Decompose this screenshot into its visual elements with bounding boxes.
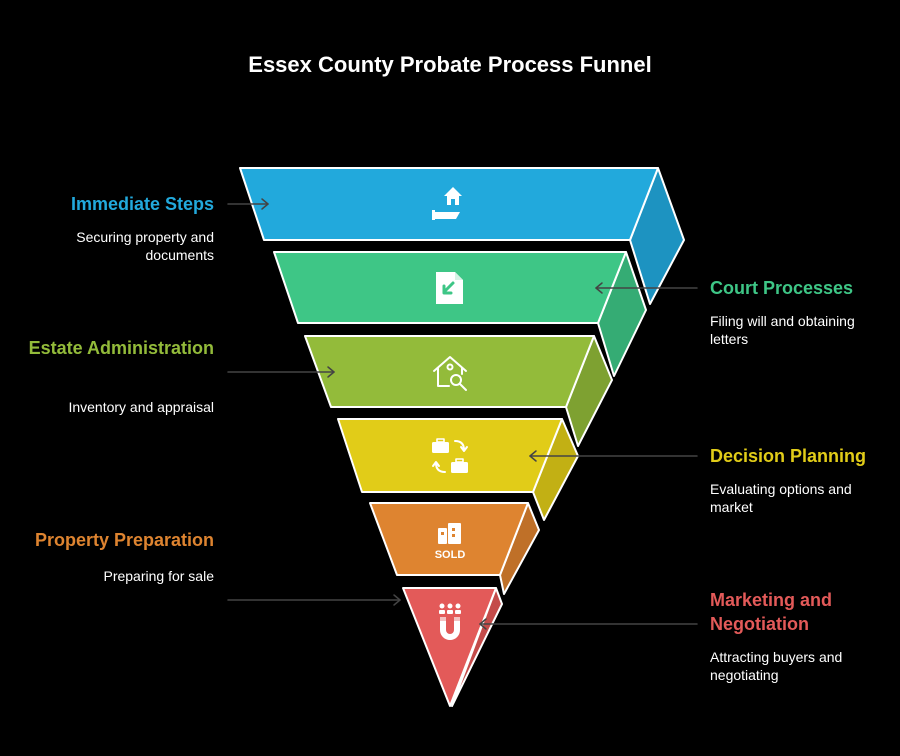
connector-court-processes <box>595 282 698 294</box>
funnel-layer-decision-planning <box>337 418 579 521</box>
stage-label-marketing-negotiation: Marketing and Negotiation <box>710 590 833 634</box>
stage-desc-decision-planning: Evaluating options and market <box>710 481 852 515</box>
stage-label-decision-planning: Decision Planning <box>710 446 867 466</box>
sold-building-icon: SOLD <box>435 523 466 561</box>
connector-immediate-steps <box>227 198 269 210</box>
stage-desc-immediate-steps: Securing property and documents <box>76 229 214 263</box>
house-search-icon <box>433 356 467 391</box>
stage-desc-court-processes: Filing will and obtaining letters <box>710 313 855 347</box>
connector-estate-administration <box>227 366 335 378</box>
connector-property-preparation <box>227 594 401 606</box>
stage-label-court-processes: Court Processes <box>710 278 854 298</box>
svg-text:SOLD: SOLD <box>435 549 466 561</box>
stage-label-property-preparation: Property Preparation <box>34 530 214 550</box>
document-arrow-icon <box>436 272 463 304</box>
stage-desc-estate-administration: Inventory and appraisal <box>68 399 214 415</box>
connector-marketing-negotiation <box>479 618 698 630</box>
briefcase-exchange-icon <box>432 438 468 473</box>
stage-label-estate-administration: Estate Administration <box>28 338 214 358</box>
magnet-people-icon <box>439 603 461 640</box>
funnel-layer-marketing-negotiation <box>402 587 503 707</box>
diagram-title: Essex County Probate Process Funnel <box>248 52 652 77</box>
stage-label-immediate-steps: Immediate Steps <box>70 194 214 214</box>
stage-desc-marketing-negotiation: Attracting buyers and negotiating <box>710 649 843 683</box>
home-hand-icon <box>432 187 462 220</box>
stage-desc-property-preparation: Preparing for sale <box>103 568 214 584</box>
funnel-layer-estate-administration <box>304 335 613 447</box>
connector-decision-planning <box>529 450 698 462</box>
